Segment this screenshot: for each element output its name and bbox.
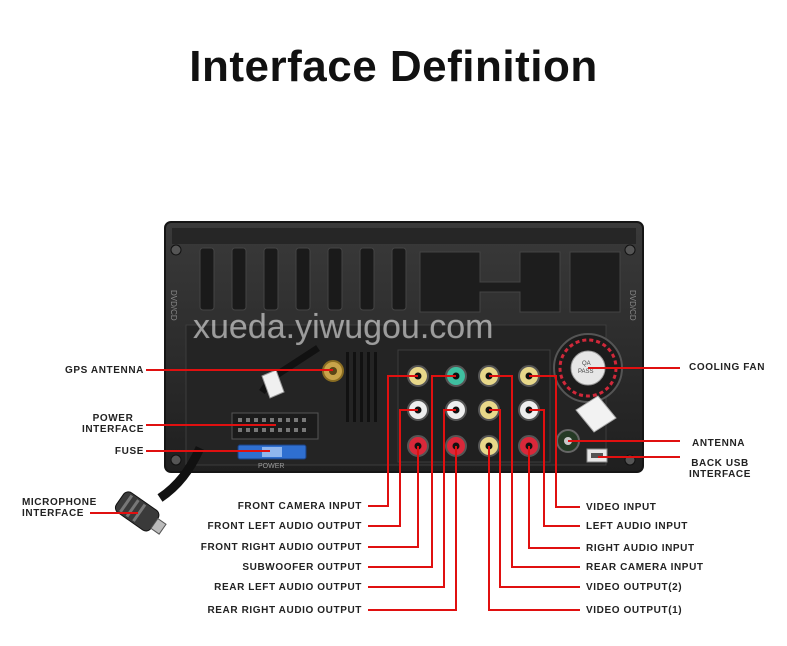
label-microphone-line2: INTERFACE (22, 508, 85, 519)
microphone-plug (114, 446, 205, 535)
leader-front-right (368, 446, 419, 548)
fan-sticker-line-2: PASS (578, 369, 594, 375)
leader-lines (90, 367, 680, 611)
fan-sticker-line-1: QA (582, 361, 591, 367)
label-rear-camera-input: REAR CAMERA INPUT (586, 562, 704, 573)
edge-label-right: DVD/CD (628, 290, 637, 321)
label-power-interface-line2: INTERFACE (81, 424, 145, 435)
leader-front-camera (368, 375, 418, 507)
usb-port (586, 448, 608, 463)
label-front-left-audio-output: FRONT LEFT AUDIO OUTPUT (207, 521, 362, 532)
label-subwoofer-output: SUBWOOFER OUTPUT (242, 562, 362, 573)
page-title: Interface Definition (189, 42, 598, 91)
label-gps-antenna: GPS ANTENNA (64, 365, 144, 376)
leader-subwoofer (368, 375, 456, 568)
label-microphone-line1: MICROPHONE (22, 497, 97, 508)
leader-rear-right (368, 446, 457, 611)
leader-front-left (368, 409, 418, 527)
leader-video-output-2 (489, 409, 580, 588)
label-rear-left-audio-output: REAR LEFT AUDIO OUTPUT (214, 582, 362, 593)
leader-right-audio-input (528, 446, 580, 549)
label-rear-right-audio-output: REAR RIGHT AUDIO OUTPUT (207, 605, 362, 616)
watermark: xueda.yiwugou.com (193, 308, 494, 346)
label-video-input: VIDEO INPUT (586, 502, 657, 513)
leader-video-output-1 (488, 446, 580, 611)
label-usb-line2: INTERFACE (688, 469, 752, 480)
label-left-audio-input: LEFT AUDIO INPUT (586, 521, 689, 532)
label-sticker (575, 395, 617, 433)
label-fuse: FUSE (114, 446, 144, 457)
leader-rear-left (368, 409, 456, 588)
label-front-right-audio-output: FRONT RIGHT AUDIO OUTPUT (200, 542, 362, 553)
leader-video-input (529, 375, 580, 508)
leader-rear-camera-input (489, 375, 580, 568)
label-usb-line1: BACK USB (691, 458, 749, 469)
label-cooling-fan: COOLING FAN (689, 362, 766, 373)
label-power-interface-line1: POWER (92, 413, 134, 424)
label-antenna: ANTENNA (692, 438, 746, 449)
power-label-small: POWER (258, 463, 284, 470)
label-video-output-1: VIDEO OUTPUT(1) (586, 605, 683, 616)
edge-label-left: DVD/CD (169, 290, 178, 321)
label-video-output-2: VIDEO OUTPUT(2) (586, 582, 683, 593)
leader-left-audio-input (529, 409, 580, 527)
label-front-camera-input: FRONT CAMERA INPUT (237, 501, 362, 512)
label-right-audio-input: RIGHT AUDIO INPUT (586, 543, 695, 554)
